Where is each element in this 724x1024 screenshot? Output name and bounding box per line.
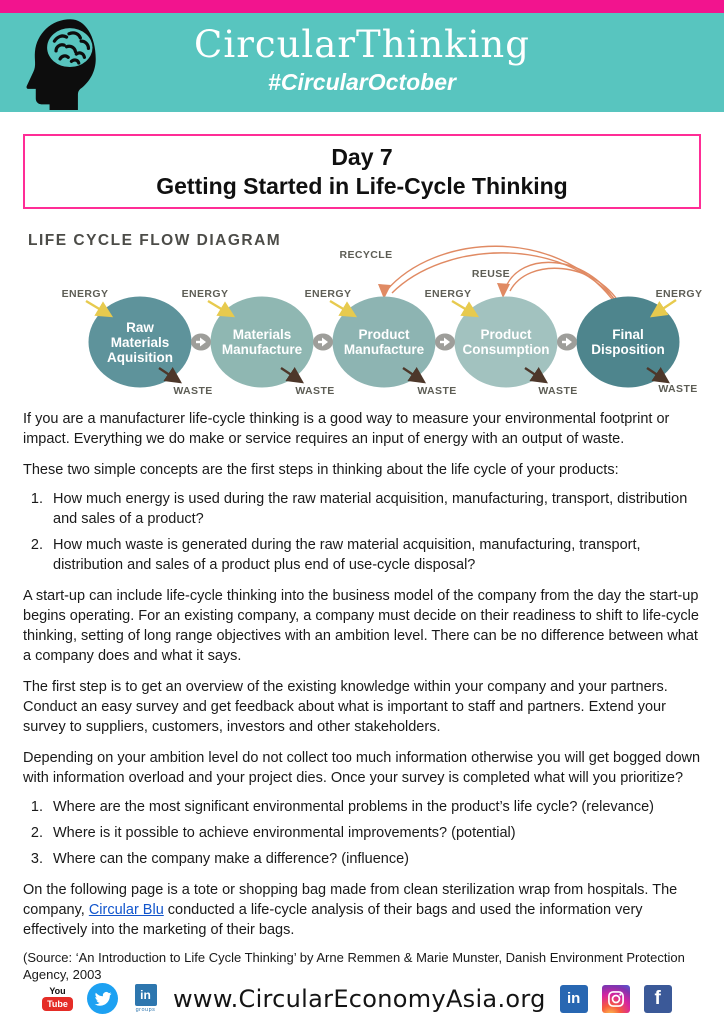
stage-label: Manufacture xyxy=(222,342,303,357)
facebook-icon[interactable]: f xyxy=(643,984,672,1013)
energy-label: ENERGY xyxy=(62,288,109,300)
diagram-title: LIFE CYCLE FLOW DIAGRAM xyxy=(28,232,281,249)
stage-label: Product xyxy=(480,327,532,342)
campaign-hashtag: #CircularOctober xyxy=(268,69,456,95)
stage-connectors xyxy=(191,333,577,351)
linkedin-icon[interactable]: in xyxy=(559,984,588,1013)
masthead: CircularThinking #CircularOctober xyxy=(0,13,724,112)
energy-arrows xyxy=(85,299,677,318)
stage-label: Final xyxy=(612,327,644,342)
text-before-link: On the following page is a tote or shopp… xyxy=(23,882,678,918)
youtube-icon[interactable]: You Tube xyxy=(42,986,73,1011)
waste-label: WASTE xyxy=(538,385,577,397)
energy-label: ENERGY xyxy=(656,288,703,300)
paragraph-tote-bag: On the following page is a tote or shopp… xyxy=(23,880,701,940)
stage-label: Manufacture xyxy=(344,342,425,357)
list-item: How much waste is generated during the r… xyxy=(47,535,701,575)
diagram-canvas: LIFE CYCLE FLOW DIAGRAM RECYCLE REUSE xyxy=(28,232,703,397)
instagram-icon[interactable] xyxy=(601,984,630,1013)
energy-label: ENERGY xyxy=(425,288,472,300)
waste-label: WASTE xyxy=(173,385,212,397)
waste-label: WASTE xyxy=(417,385,456,397)
linkedin-groups-sub: groups xyxy=(135,1006,156,1013)
twitter-bird-icon xyxy=(94,991,112,1006)
waste-arrows xyxy=(158,367,670,384)
reuse-label: REUSE xyxy=(472,268,510,280)
list-item: Where can the company make a difference?… xyxy=(47,849,701,869)
top-accent-bar xyxy=(0,0,724,13)
energy-label: ENERGY xyxy=(182,288,229,300)
recycle-label: RECYCLE xyxy=(340,249,393,261)
paragraph-intro: If you are a manufacturer life-cycle thi… xyxy=(23,411,670,447)
instagram-camera-icon xyxy=(607,990,624,1007)
linkedin-groups-in: in xyxy=(134,983,157,1006)
article-body: If you are a manufacturer life-cycle thi… xyxy=(0,398,724,983)
paragraph-ambition: Depending on your ambition level do not … xyxy=(23,750,701,786)
twitter-icon[interactable] xyxy=(87,983,118,1014)
stage-circle-product-consumption xyxy=(454,296,558,388)
paragraph-startup: A start-up can include life-cycle thinki… xyxy=(23,588,699,664)
linkedin-groups-icon[interactable]: in groups xyxy=(132,983,159,1014)
list-item: How much energy is used during the raw m… xyxy=(47,489,701,529)
stage-circle-materials-manufacture xyxy=(210,296,314,388)
text-after-link: conducted a life-cycle analysis of their… xyxy=(23,902,643,938)
stage-label: Product xyxy=(358,327,410,342)
paragraph-concepts: These two simple concepts are the first … xyxy=(23,462,619,478)
energy-labels: ENERGY ENERGY ENERGY ENERGY ENERGY xyxy=(62,288,703,300)
stage-label: Aquisition xyxy=(107,350,173,365)
stage-label: Materials xyxy=(111,335,170,350)
youtube-icon-text-bottom: Tube xyxy=(42,997,73,1011)
stage-label: Consumption xyxy=(463,342,550,357)
reuse-arrow xyxy=(504,261,621,305)
concepts-list: How much energy is used during the raw m… xyxy=(23,489,701,575)
reuse-arrowhead xyxy=(497,283,510,298)
day-topic: Getting Started in Life-Cycle Thinking xyxy=(156,173,568,199)
waste-label: WASTE xyxy=(295,385,334,397)
stage-circle-raw-materials xyxy=(88,296,192,388)
source-citation: (Source: ‘An Introduction to Life Cycle … xyxy=(23,950,685,982)
list-item: Where is it possible to achieve environm… xyxy=(47,823,701,843)
website-url[interactable]: www.CircularEconomyAsia.org xyxy=(173,984,546,1013)
stage-label: Disposition xyxy=(591,342,665,357)
waste-labels: WASTE WASTE WASTE WASTE WASTE xyxy=(173,383,697,397)
page-header: CircularThinking #CircularOctober xyxy=(0,0,724,112)
energy-label: ENERGY xyxy=(305,288,352,300)
circular-blu-link[interactable]: Circular Blu xyxy=(88,902,164,918)
day-number: Day 7 xyxy=(331,144,393,170)
stage-labels: Raw Materials Aquisition Materials Manuf… xyxy=(107,320,665,365)
page-footer: You Tube in groups www.CircularEconomyAs… xyxy=(0,983,724,1024)
stage-circle-product-manufacture xyxy=(332,296,436,388)
waste-label: WASTE xyxy=(658,383,697,395)
life-cycle-flow-diagram: LIFE CYCLE FLOW DIAGRAM RECYCLE REUSE xyxy=(0,221,724,398)
brain-head-icon xyxy=(26,19,96,110)
stage-label: Raw xyxy=(126,320,154,335)
brand-title: CircularThinking xyxy=(194,23,530,66)
recycle-arrowhead xyxy=(378,284,391,299)
youtube-icon-text-top: You xyxy=(49,986,66,996)
stage-label: Materials xyxy=(233,327,292,342)
list-item: Where are the most significant environme… xyxy=(47,797,701,817)
stage-circle-final-disposition xyxy=(576,296,680,388)
prioritize-list: Where are the most significant environme… xyxy=(23,797,701,869)
day-title-box: Day 7 Getting Started in Life-Cycle Thin… xyxy=(23,134,701,209)
paragraph-first-step: The first step is to get an overview of … xyxy=(23,679,668,735)
